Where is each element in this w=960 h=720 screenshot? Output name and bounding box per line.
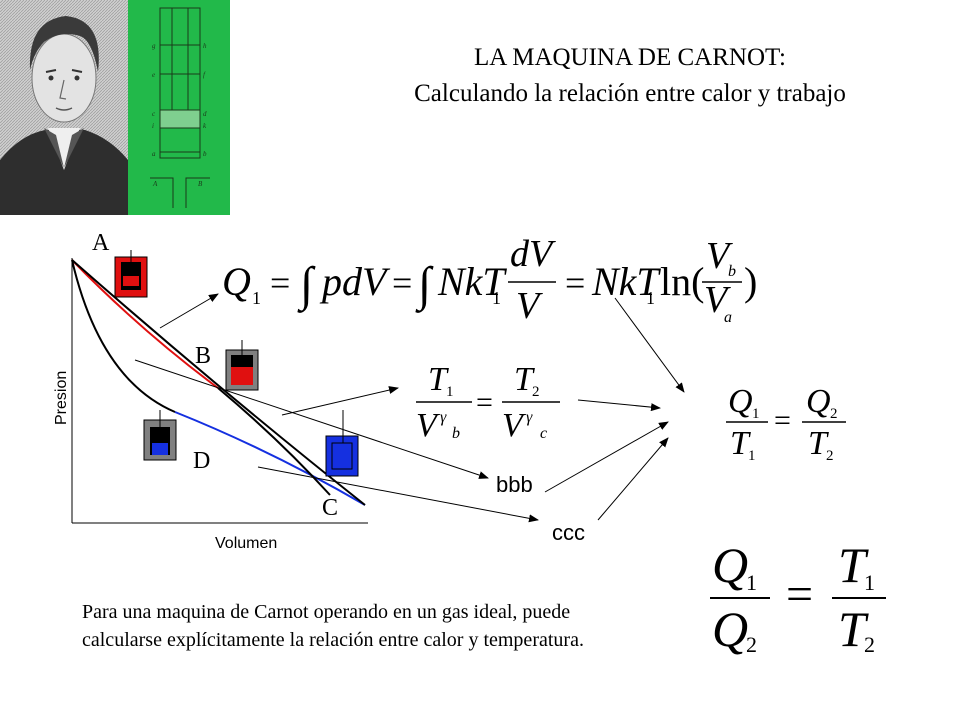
svg-text:=: = <box>476 386 493 419</box>
blueprint-label-A: A <box>152 180 158 188</box>
blueprint-label-k: k <box>203 122 207 130</box>
equation-q1: Q 1 = ∫ pdV = ∫ NkT 1 dV V = NkT 1 ln( V… <box>222 233 757 327</box>
svg-text:V: V <box>516 285 543 327</box>
isotherm-hot-curve <box>71 259 219 389</box>
svg-text:1: 1 <box>492 288 501 308</box>
point-d-label: D <box>193 448 210 474</box>
blueprint-label-g: g <box>152 42 156 50</box>
cylinder-d <box>143 410 177 461</box>
blueprint-label-f: f <box>203 71 206 79</box>
isotherm-cold-curve <box>174 411 366 506</box>
arrows <box>134 293 685 523</box>
point-c-label: C <box>322 495 338 521</box>
svg-text:2: 2 <box>826 448 834 464</box>
blueprint-label-B: B <box>198 180 203 188</box>
blueprint-label-a: a <box>152 150 156 158</box>
svg-text:c: c <box>540 425 547 442</box>
svg-text:T: T <box>838 537 869 593</box>
svg-text:1: 1 <box>752 406 760 422</box>
pv-axes <box>71 258 368 524</box>
svg-text:1: 1 <box>446 384 454 400</box>
blueprint-label-e: e <box>152 71 155 79</box>
svg-text:V: V <box>704 279 731 321</box>
svg-text:1: 1 <box>864 570 875 595</box>
svg-text:T: T <box>514 361 535 398</box>
eq1-va-sub: a <box>724 309 732 326</box>
blueprint-label-i: i <box>152 122 154 130</box>
svg-text:1: 1 <box>746 570 757 595</box>
slide-title: LA MAQUINA DE CARNOT: Calculando la rela… <box>300 40 960 112</box>
label-bbb: bbb <box>496 472 533 497</box>
svg-text:1: 1 <box>748 448 756 464</box>
cylinder-c <box>325 410 359 477</box>
svg-text:=: = <box>774 404 791 437</box>
svg-text:=: = <box>392 263 412 303</box>
eq1-q: Q <box>222 259 251 304</box>
equation-q-ratio: Q 1 Q 2 = T 1 T 2 <box>710 537 886 657</box>
point-a-label: A <box>92 230 110 256</box>
label-ccc: ccc <box>552 520 585 545</box>
svg-text:2: 2 <box>746 632 757 657</box>
title-line-1: LA MAQUINA DE CARNOT: <box>474 44 786 71</box>
svg-text:NkT: NkT <box>591 259 661 304</box>
cylinder-b <box>225 340 259 391</box>
svg-text:V: V <box>416 407 441 444</box>
svg-text:γ: γ <box>526 409 533 426</box>
svg-text:1: 1 <box>646 288 655 308</box>
svg-text:=: = <box>270 263 290 303</box>
point-b-label: B <box>195 343 211 369</box>
cylinder-a <box>114 250 148 298</box>
svg-text:Q: Q <box>728 383 753 420</box>
svg-text:Q: Q <box>806 383 831 420</box>
svg-text:T: T <box>730 425 751 462</box>
svg-text:dV: dV <box>510 233 556 275</box>
eq1-nkt: NkT <box>437 259 507 304</box>
svg-text:V: V <box>706 235 733 277</box>
svg-text:γ: γ <box>440 409 447 426</box>
svg-text:b: b <box>452 425 460 442</box>
svg-text:T: T <box>428 361 449 398</box>
adiabat-outer-curve <box>71 259 176 413</box>
svg-text:=: = <box>565 263 585 303</box>
eq1-vb-sub: b <box>728 263 736 280</box>
title-line-2: Calculando la relación entre calor y tra… <box>414 80 846 107</box>
svg-text:T: T <box>838 601 869 657</box>
svg-text:V: V <box>502 407 527 444</box>
eq1-pdv: pdV <box>319 259 391 304</box>
blueprint-label-h: h <box>203 42 207 50</box>
svg-text:∫: ∫ <box>297 258 316 313</box>
svg-text:2: 2 <box>532 384 540 400</box>
svg-text:∫: ∫ <box>415 258 434 313</box>
svg-text:=: = <box>786 568 813 621</box>
blueprint-label-b: b <box>203 150 207 158</box>
description-paragraph: Para una maquina de Carnot operando en u… <box>82 601 584 651</box>
svg-text:2: 2 <box>864 632 875 657</box>
blueprint-label-c: c <box>152 110 156 118</box>
equation-adiabatic: T 1 V γ b = T 2 V γ c <box>416 361 560 444</box>
svg-text:2: 2 <box>830 406 838 422</box>
eq1-q-sub: 1 <box>252 288 261 308</box>
eq1-ln: ln( <box>660 259 704 304</box>
x-axis-label: Volumen <box>215 535 277 552</box>
y-axis-label: Presion <box>53 371 70 425</box>
equation-q-over-t: Q 1 T 1 = Q 2 T 2 <box>726 383 846 464</box>
blueprint-label-d: d <box>203 110 207 118</box>
svg-text:): ) <box>744 259 757 304</box>
engine-blueprint: g h e f c d i k a b A B <box>128 0 230 215</box>
svg-text:Q: Q <box>712 537 748 593</box>
adiabat-bc-curve <box>217 387 331 496</box>
carnot-portrait <box>0 0 128 215</box>
svg-text:Q: Q <box>712 601 748 657</box>
svg-text:T: T <box>808 425 829 462</box>
